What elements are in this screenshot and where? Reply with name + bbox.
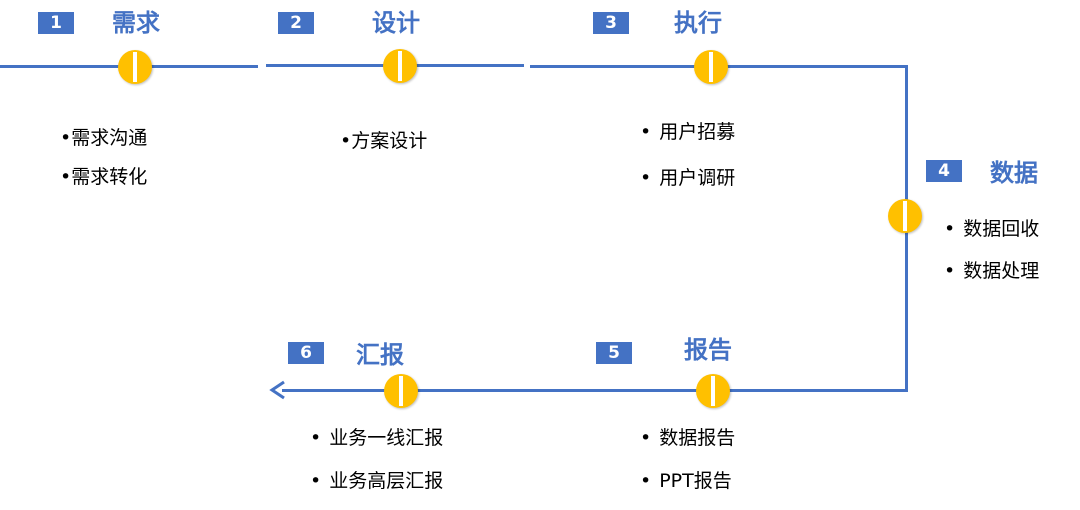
stage-3-number-badge: 3 xyxy=(593,12,629,34)
stage-5-item: •PPT报告 xyxy=(640,470,732,492)
stage-4-title: 数据 xyxy=(990,159,1038,187)
stage-5-number-badge: 5 xyxy=(596,342,632,364)
stage-5-node xyxy=(696,374,730,408)
stage-3-item: •用户招募 xyxy=(640,121,736,143)
stage-6-item: •业务高层汇报 xyxy=(310,470,444,492)
stage-6-title: 汇报 xyxy=(356,341,404,369)
stage-1-title: 需求 xyxy=(112,9,160,37)
stage-5-title: 报告 xyxy=(684,336,732,364)
stage-3-title: 执行 xyxy=(674,9,722,37)
stage-2-title: 设计 xyxy=(372,9,420,37)
stage-1-item: •需求转化 xyxy=(60,166,148,188)
stage-4-number-badge: 4 xyxy=(926,160,962,182)
stage-6-item: •业务一线汇报 xyxy=(310,427,444,449)
stage-3-node xyxy=(694,50,728,84)
stage-4-node xyxy=(888,199,922,233)
stage-1-node xyxy=(118,50,152,84)
arrow-left-icon xyxy=(269,380,285,400)
stage-1-number-badge: 1 xyxy=(38,12,74,34)
stage-2-item: •方案设计 xyxy=(340,130,428,152)
stage-5-item: •数据报告 xyxy=(640,427,736,449)
bottom-line xyxy=(282,389,908,392)
stage-4-item: •数据处理 xyxy=(944,260,1040,282)
stage-4-item: •数据回收 xyxy=(944,218,1040,240)
stage-6-node xyxy=(384,374,418,408)
stage-3-item: •用户调研 xyxy=(640,167,736,189)
stage-1-item: •需求沟通 xyxy=(60,127,148,149)
stage-2-node xyxy=(383,49,417,83)
stage-6-number-badge: 6 xyxy=(288,342,324,364)
stage-2-number-badge: 2 xyxy=(278,12,314,34)
